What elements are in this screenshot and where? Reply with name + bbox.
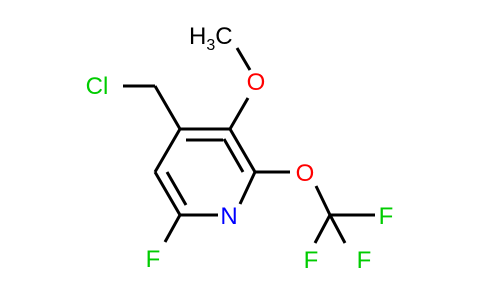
- atom-ring-fluorine: F: [146, 246, 161, 273]
- bond-c2-c3: [228, 128, 257, 173]
- atom-ring-nitrogen: N: [220, 203, 237, 230]
- bond-c4-c5: [153, 128, 182, 173]
- bond-c4-ch2: [153, 85, 182, 130]
- atom-cf3-fluorine-bottom-left: F: [304, 247, 319, 274]
- bond-c6-f: [163, 214, 182, 243]
- bond-cf3-f-bottom-right: [328, 214, 347, 244]
- bond-n1-c2: [238, 171, 257, 205]
- atom-methoxy-oxygen: O: [247, 69, 266, 96]
- bond-o-cf3: [314, 185, 332, 216]
- bond-c2-c3-inner: [222, 138, 245, 173]
- bond-c5-c6-inner: [165, 171, 188, 206]
- bond-c3-o: [228, 97, 250, 130]
- bond-c5-c6: [153, 171, 182, 216]
- atom-methyl: H3C: [189, 23, 233, 54]
- atom-cf3-fluorine-right: F: [379, 203, 394, 230]
- atom-chlorine: Cl: [86, 73, 109, 100]
- atom-ether-oxygen: O: [296, 160, 315, 187]
- bonds: [123, 47, 375, 244]
- atom-cf3-fluorine-bottom-right: F: [357, 247, 372, 274]
- bond-cf3-f-bottom-left: [313, 214, 332, 244]
- bond-o-ch3: [235, 47, 252, 71]
- atom-labels: H3C O Cl N O F F F F: [86, 23, 394, 274]
